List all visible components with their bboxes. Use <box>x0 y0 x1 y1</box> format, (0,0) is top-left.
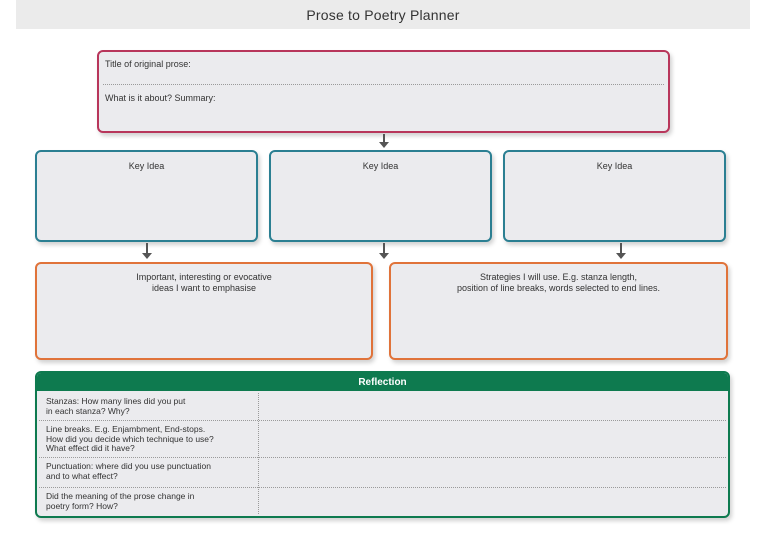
row-divider <box>39 487 726 488</box>
prose-summary-label: What is it about? Summary: <box>105 93 216 103</box>
reflection-row[interactable]: Did the meaning of the prose change in p… <box>37 491 728 516</box>
key-idea-box-2[interactable]: Key Idea <box>269 150 492 242</box>
emphasis-label: Important, interesting or evocative idea… <box>136 272 272 293</box>
reflection-row[interactable]: Stanzas: How many lines did you put in e… <box>37 396 728 421</box>
row-divider <box>39 457 726 458</box>
reflection-question: Punctuation: where did you use punctuati… <box>46 461 211 481</box>
key-idea-label: Key Idea <box>128 161 165 171</box>
reflection-table: Reflection Stanzas: How many lines did y… <box>35 371 730 518</box>
down-arrow-icon <box>379 243 389 259</box>
down-arrow-icon <box>379 134 389 148</box>
page-title: Prose to Poetry Planner <box>306 6 460 23</box>
key-idea-box-1[interactable]: Key Idea <box>35 150 258 242</box>
reflection-heading: Reflection <box>37 373 728 391</box>
header-bar: Prose to Poetry Planner <box>16 0 750 29</box>
reflection-row[interactable]: Line breaks. E.g. Enjambment, End-stops.… <box>37 424 728 457</box>
down-arrow-icon <box>616 243 626 259</box>
row-divider <box>39 420 726 421</box>
reflection-question: Did the meaning of the prose change in p… <box>46 491 195 511</box>
key-idea-label: Key Idea <box>596 161 633 171</box>
emphasis-ideas-box[interactable]: Important, interesting or evocative idea… <box>35 262 373 360</box>
reflection-question: Line breaks. E.g. Enjambment, End-stops.… <box>46 424 214 453</box>
strategies-box[interactable]: Strategies I will use. E.g. stanza lengt… <box>389 262 728 360</box>
reflection-question: Stanzas: How many lines did you put in e… <box>46 396 186 416</box>
reflection-row[interactable]: Punctuation: where did you use punctuati… <box>37 461 728 486</box>
prose-divider <box>103 84 664 85</box>
key-idea-box-3[interactable]: Key Idea <box>503 150 726 242</box>
reflection-column-divider <box>258 393 259 514</box>
down-arrow-icon <box>142 243 152 259</box>
key-idea-label: Key Idea <box>362 161 399 171</box>
strategies-label: Strategies I will use. E.g. stanza lengt… <box>456 272 661 293</box>
prose-title-label: Title of original prose: <box>105 59 191 69</box>
original-prose-box[interactable]: Title of original prose: What is it abou… <box>97 50 670 133</box>
